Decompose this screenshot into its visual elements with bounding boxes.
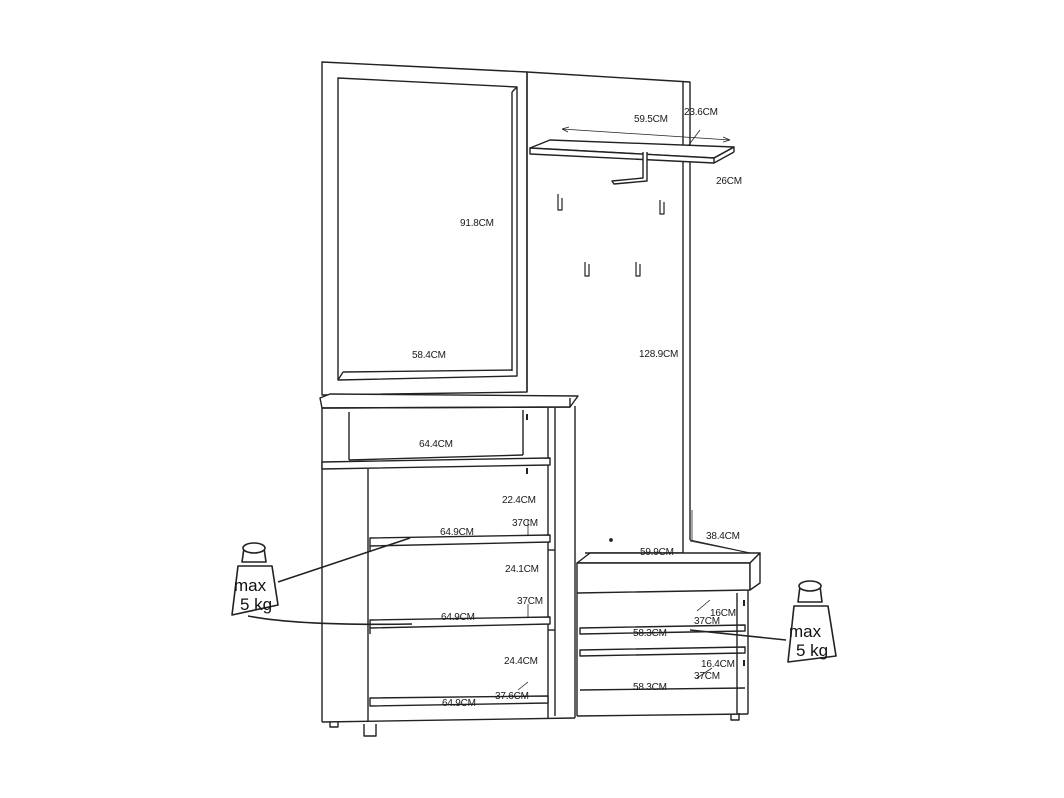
weight-right	[689, 580, 837, 663]
dim-shelf2-height: 24.1CM	[505, 564, 539, 575]
dim-shelf1-height: 22.4CM	[502, 495, 536, 506]
dim-bench-width: 59.9CM	[640, 547, 674, 558]
dim-panel-height: 128.9CM	[639, 349, 679, 360]
dim-shelf3-depth: 37.6CM	[495, 691, 529, 702]
weight-left-line2: 5 kg	[240, 595, 273, 614]
dim-bench-shelf1-width: 58.3CM	[633, 628, 667, 639]
dim-bench-shelf1-depth: 37CM	[694, 616, 720, 627]
dim-hat-shelf-gap: 26CM	[716, 176, 742, 187]
weight-right-line1: max	[789, 622, 822, 641]
dim-top-width: 64.4CM	[419, 439, 453, 450]
dim-bench-shelf1-height: 16CM	[710, 608, 736, 619]
weight-left-line1: max	[234, 576, 267, 595]
dimension-lines	[517, 126, 751, 691]
weight-left	[231, 537, 413, 626]
dim-bench-shelf2-height: 16.4CM	[701, 659, 735, 670]
mirror	[321, 61, 528, 396]
shoe-cabinet	[319, 393, 579, 737]
dim-shelf3-height: 24.4CM	[504, 656, 538, 667]
dim-mirror-width: 58.4CM	[412, 350, 446, 361]
weight-right-line2: 5 kg	[796, 641, 829, 660]
hat-shelf	[529, 139, 735, 185]
dim-bench-depth: 38.4CM	[706, 531, 740, 542]
dim-shelf2-width: 64.9CM	[441, 612, 475, 623]
dim-shelf1-depth: 37CM	[512, 518, 538, 529]
dim-bench-shelf2-depth: 37CM	[694, 671, 720, 682]
dim-shelf1-width: 64.9CM	[440, 527, 474, 538]
coat-hooks	[557, 194, 665, 277]
bench	[576, 538, 761, 721]
dim-hat-shelf-depth: 23.6CM	[684, 107, 718, 118]
dim-bench-shelf2-width: 58.3CM	[633, 682, 667, 693]
dim-hat-shelf-width: 59.5CM	[634, 114, 668, 125]
dim-shelf3-width: 64.9CM	[442, 698, 476, 709]
dim-mirror-height: 91.8CM	[460, 218, 494, 229]
dim-shelf2-depth: 37CM	[517, 596, 543, 607]
